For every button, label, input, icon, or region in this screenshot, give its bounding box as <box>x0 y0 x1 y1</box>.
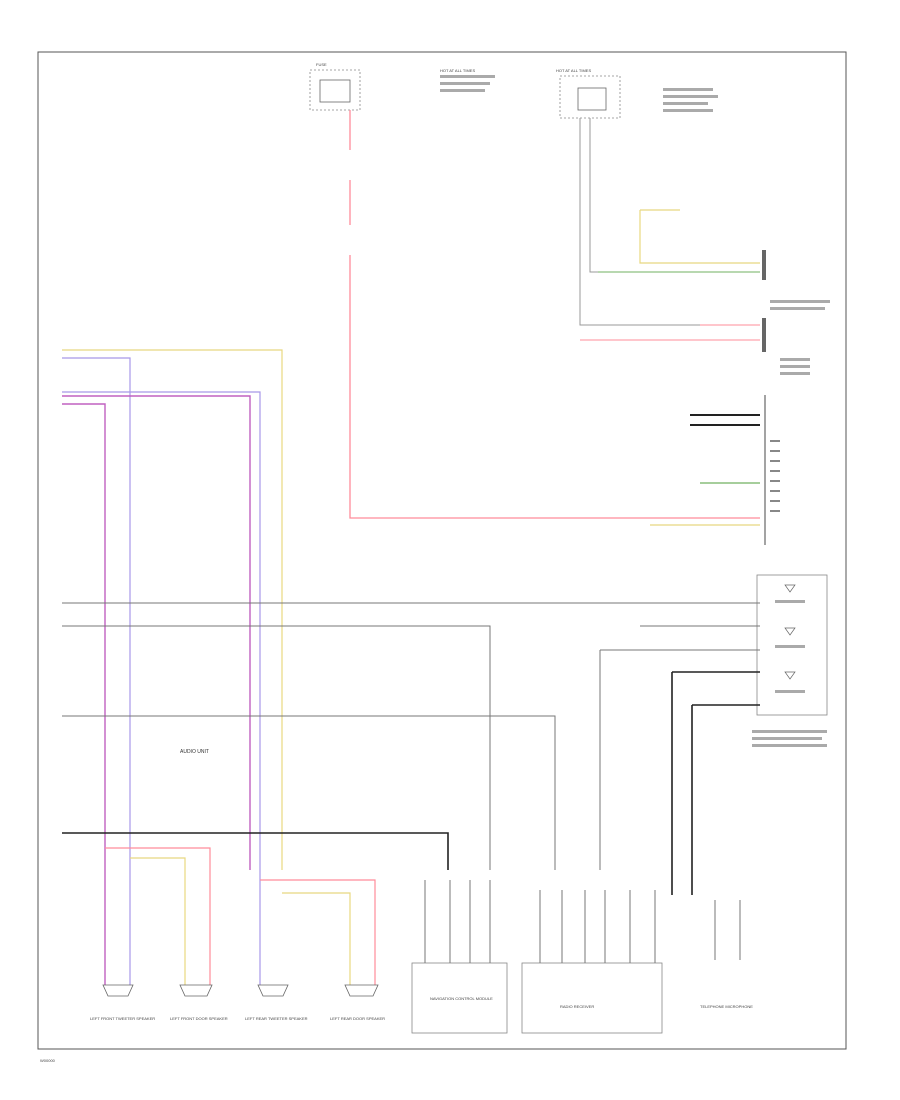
antenna-module <box>752 574 828 747</box>
fuse-block-right: HOT AT ALL TIMES <box>556 68 718 119</box>
svg-text:LEFT FRONT DOOR SPEAKER: LEFT FRONT DOOR SPEAKER <box>170 1016 228 1021</box>
connector-receiver <box>762 318 766 352</box>
wire-violet-left <box>62 357 261 985</box>
wire-yellow-left <box>62 349 283 870</box>
speaker-lr: LEFT REAR TWEETER SPEAKER <box>245 984 308 1021</box>
fuse-block-left: FUSE HOT AT ALL TIMES <box>309 62 495 111</box>
speaker-lf-door: LEFT FRONT DOOR SPEAKER <box>170 984 228 1021</box>
speaker-lf: LEFT FRONT TWEETER SPEAKER <box>90 984 155 1021</box>
wire-gray-signal <box>62 602 760 870</box>
wire-red-top <box>580 324 760 341</box>
audio-unit-connector <box>650 395 780 545</box>
speaker-lr-door: LEFT REAR DOOR SPEAKER <box>330 984 385 1021</box>
svg-text:LEFT FRONT TWEETER SPEAKER: LEFT FRONT TWEETER SPEAKER <box>90 1016 155 1021</box>
component-navigation: NAVIGATION CONTROL MODULE <box>411 880 508 1034</box>
wire-black-signal <box>62 671 760 895</box>
svg-text:RADIO RECEIVER: RADIO RECEIVER <box>560 1004 594 1009</box>
wire-red-main <box>349 110 760 519</box>
svg-text:LEFT REAR TWEETER SPEAKER: LEFT REAR TWEETER SPEAKER <box>245 1016 308 1021</box>
center-caption: AUDIO UNIT <box>180 749 209 755</box>
hot-label-left: HOT AT ALL TIMES <box>440 68 475 73</box>
fuse-label-left: FUSE <box>316 62 327 67</box>
hot-label-right: HOT AT ALL TIMES <box>556 68 591 73</box>
svg-text:LEFT REAR DOOR SPEAKER: LEFT REAR DOOR SPEAKER <box>330 1016 385 1021</box>
wire-magenta-left <box>62 395 251 985</box>
wire-speaker-bottom <box>105 847 376 985</box>
connector-amplifier <box>762 250 766 280</box>
svg-text:NAVIGATION CONTROL MODULE: NAVIGATION CONTROL MODULE <box>430 996 493 1001</box>
diagram-frame <box>37 51 847 1050</box>
footer-code: W00000 <box>40 1058 56 1063</box>
wire-yellow-top <box>639 209 760 264</box>
svg-text:TELEPHONE MICROPHONE: TELEPHONE MICROPHONE <box>700 1004 753 1009</box>
component-telephone: TELEPHONE MICROPHONE <box>700 900 753 1009</box>
component-audio-unit: RADIO RECEIVER <box>521 890 663 1034</box>
